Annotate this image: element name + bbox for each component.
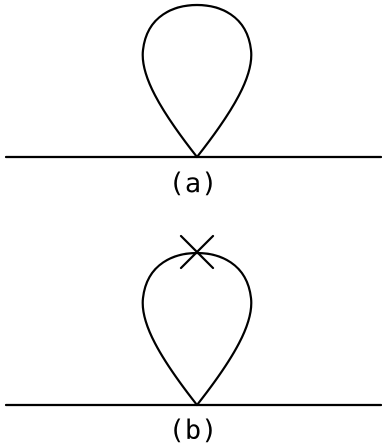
- tadpole-loop-b: [141, 251, 253, 407]
- caption-b: (b): [169, 415, 218, 446]
- cross-stroke-2: [179, 234, 215, 270]
- panel-a: (a): [4, 3, 382, 199]
- caption-a: (a): [169, 168, 218, 199]
- panel-b: (b): [4, 234, 382, 446]
- counterterm-cross-marker: [179, 234, 215, 270]
- tadpole-loop-a: [141, 3, 253, 159]
